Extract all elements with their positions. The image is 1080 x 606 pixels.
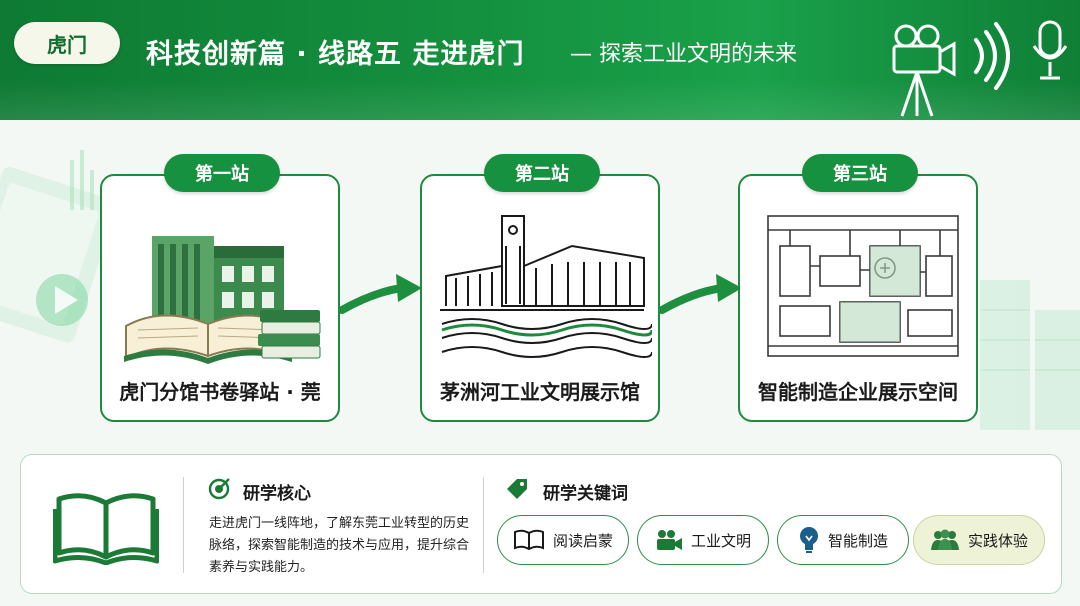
- station-tag-2: 第二站: [484, 154, 600, 192]
- arrow-right-icon: [338, 274, 422, 314]
- header-icons: [892, 20, 1068, 117]
- film-strip-decoration: [0, 150, 110, 343]
- station-card-1[interactable]: 虎门分馆书卷驿站 · 莞: [100, 174, 340, 422]
- keyword-label: 智能制造: [827, 531, 888, 550]
- factory-machinery-icon: [767, 215, 959, 357]
- keyword-label: 阅读启蒙: [552, 531, 613, 550]
- station-name: 虎门分馆书卷驿站 · 莞: [119, 380, 321, 404]
- factory-icon: [656, 530, 682, 550]
- keyword-chip-smart-manufacturing[interactable]: 智能制造: [777, 515, 909, 565]
- target-icon: [208, 478, 230, 500]
- station-tag-1: 第一站: [164, 154, 280, 192]
- lightbulb-icon: [799, 527, 818, 553]
- study-info-panel: 研学核心 走进虎门一线阵地，了解东莞工业转型的历史脉络，探索智能制造的技术与应用…: [20, 454, 1062, 594]
- keyword-label: 工业文明: [690, 531, 751, 550]
- keyword-chip-industry[interactable]: 工业文明: [637, 515, 769, 565]
- core-title: 研学核心: [243, 484, 311, 504]
- industrial-museum-icon: [440, 215, 652, 358]
- microphone-icon: [1032, 20, 1068, 80]
- station-card-3[interactable]: 智能制造企业展示空间: [738, 174, 978, 422]
- station-name: 智能制造企业展示空间: [758, 380, 958, 404]
- people-icon: [930, 529, 959, 550]
- keywords-title: 研学关键词: [543, 484, 628, 504]
- library-books-icon: [124, 236, 321, 364]
- video-camera-icon: [892, 24, 956, 117]
- divider: [183, 477, 184, 573]
- open-book-icon: [53, 493, 159, 565]
- station-card-2[interactable]: 茅洲河工业文明展示馆: [420, 174, 660, 422]
- tag-icon: [507, 479, 527, 499]
- page-subtitle: — 探索工业文明的未来: [570, 42, 797, 67]
- arrow-right-icon: [658, 274, 742, 314]
- keyword-label: 实践体验: [967, 531, 1028, 550]
- station-tag-3: 第三站: [802, 154, 918, 192]
- header-banner: 虎门 科技创新篇 · 线路五 走进虎门 — 探索工业文明的未来: [0, 0, 1080, 120]
- core-description: 走进虎门一线阵地，了解东莞工业转型的历史脉络，探索智能制造的技术与应用，提升综合…: [209, 516, 470, 575]
- divider: [483, 477, 484, 573]
- building-decoration: [980, 280, 1080, 430]
- page-title: 科技创新篇 · 线路五 走进虎门: [146, 39, 525, 70]
- keyword-chip-practice[interactable]: 实践体验: [913, 515, 1045, 565]
- signal-waves-icon: [974, 22, 1010, 90]
- keyword-chip-reading[interactable]: 阅读启蒙: [497, 515, 629, 565]
- location-badge: 虎门: [14, 22, 120, 64]
- book-icon: [513, 529, 544, 551]
- station-name: 茅洲河工业文明展示馆: [440, 380, 640, 404]
